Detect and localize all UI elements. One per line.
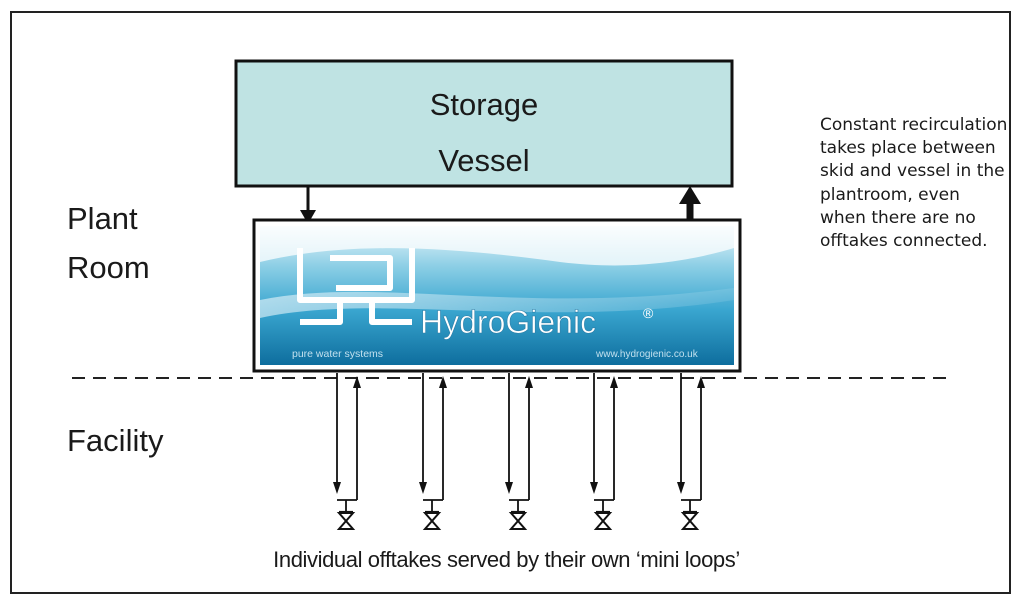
skid-reg-mark: ® [643, 305, 654, 321]
hydrogienic-skid-banner: HydroGienic ® pure water systems www.hyd… [252, 218, 742, 373]
offtake-loop [590, 373, 618, 530]
valve-icon [422, 510, 442, 530]
storage-vessel-box [234, 59, 734, 188]
offtake-loop [505, 373, 533, 530]
facility-label: Facility [67, 423, 164, 458]
offtake-loop [419, 373, 447, 530]
offtakes-caption: Individual offtakes served by their own … [273, 547, 740, 572]
valve-icon [593, 510, 613, 530]
supply-arrow-icon [677, 482, 685, 494]
skid-brand: HydroGienic [420, 304, 596, 340]
valve-icon [680, 510, 700, 530]
supply-arrow-icon [505, 482, 513, 494]
skid-url: www.hydrogienic.co.uk [595, 349, 699, 360]
hydrogienic-logo-icon [297, 248, 415, 325]
supply-arrow-icon [333, 482, 341, 494]
up-arrow-icon [679, 186, 701, 222]
valve-icon [336, 510, 356, 530]
skid-tagline: pure water systems [292, 348, 383, 360]
recirculation-note: Constant recirculation takes place betwe… [820, 115, 1008, 252]
plant-room-label: Plant Room [67, 201, 150, 285]
storage-vessel-label: Storage Vessel [429, 87, 539, 178]
return-arrow-icon [525, 376, 533, 388]
offtake-loops [333, 373, 705, 530]
supply-arrow-icon [590, 482, 598, 494]
supply-arrow-icon [419, 482, 427, 494]
offtake-loop [333, 373, 361, 530]
return-arrow-icon [697, 376, 705, 388]
return-arrow-icon [610, 376, 618, 388]
return-arrow-icon [353, 376, 361, 388]
offtake-loop [677, 373, 705, 530]
valve-icon [508, 510, 528, 530]
return-arrow-icon [439, 376, 447, 388]
down-arrow-icon [300, 187, 316, 224]
